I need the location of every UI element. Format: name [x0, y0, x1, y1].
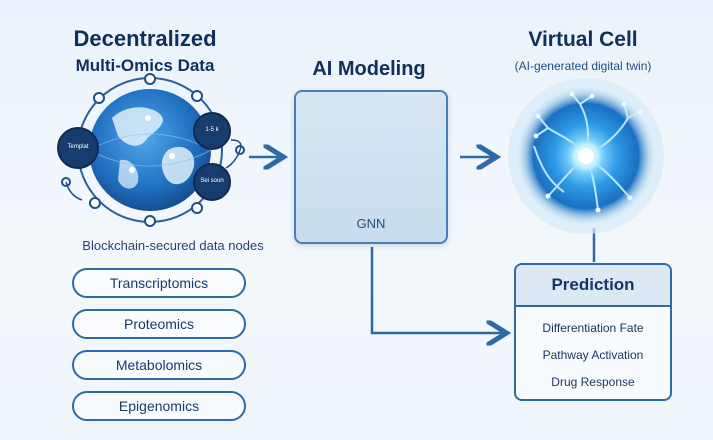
arrow-to-prediction — [370, 247, 504, 333]
prediction-item: Differentiation Fate — [542, 321, 644, 335]
prediction-title: Prediction — [516, 265, 670, 307]
data-node-right-top — [193, 112, 231, 150]
data-column-title: Decentralized — [73, 26, 217, 51]
prediction-item: Pathway Activation — [542, 348, 644, 362]
cell-column-subtitle: (AI-generated digital twin) — [514, 59, 652, 73]
omics-pill-proteomics: Proteomics — [72, 309, 246, 339]
omics-pill-epigenomics: Epigenomics — [72, 391, 246, 421]
data-node-right-bottom — [193, 163, 231, 201]
data-node-label: Sei soun — [200, 178, 224, 184]
ai-model-box — [294, 90, 448, 244]
omics-pill-metabolomics: Metabolomics — [72, 350, 246, 380]
orbit-link — [65, 181, 83, 201]
data-nodes-caption: Blockchain-secured data nodes — [82, 238, 264, 253]
data-column-subtitle: Multi-Omics Data — [75, 56, 215, 75]
virtual-cell-icon — [508, 78, 664, 234]
prediction-item: Drug Response — [551, 375, 635, 389]
orbit-link — [225, 139, 242, 169]
cell-column-title: Virtual Cell — [528, 28, 638, 51]
omics-pill-transcriptomics: Transcriptomics — [72, 268, 246, 298]
network-label: GNN — [356, 216, 386, 231]
model-column-title: AI Modeling — [312, 58, 426, 80]
data-node-label: Templat — [67, 144, 89, 150]
prediction-box: Prediction Differentiation Fate Pathway … — [514, 263, 672, 401]
data-node-left — [57, 127, 99, 169]
data-node-label: 1-5 k — [205, 127, 219, 133]
globe-icon — [77, 77, 223, 223]
